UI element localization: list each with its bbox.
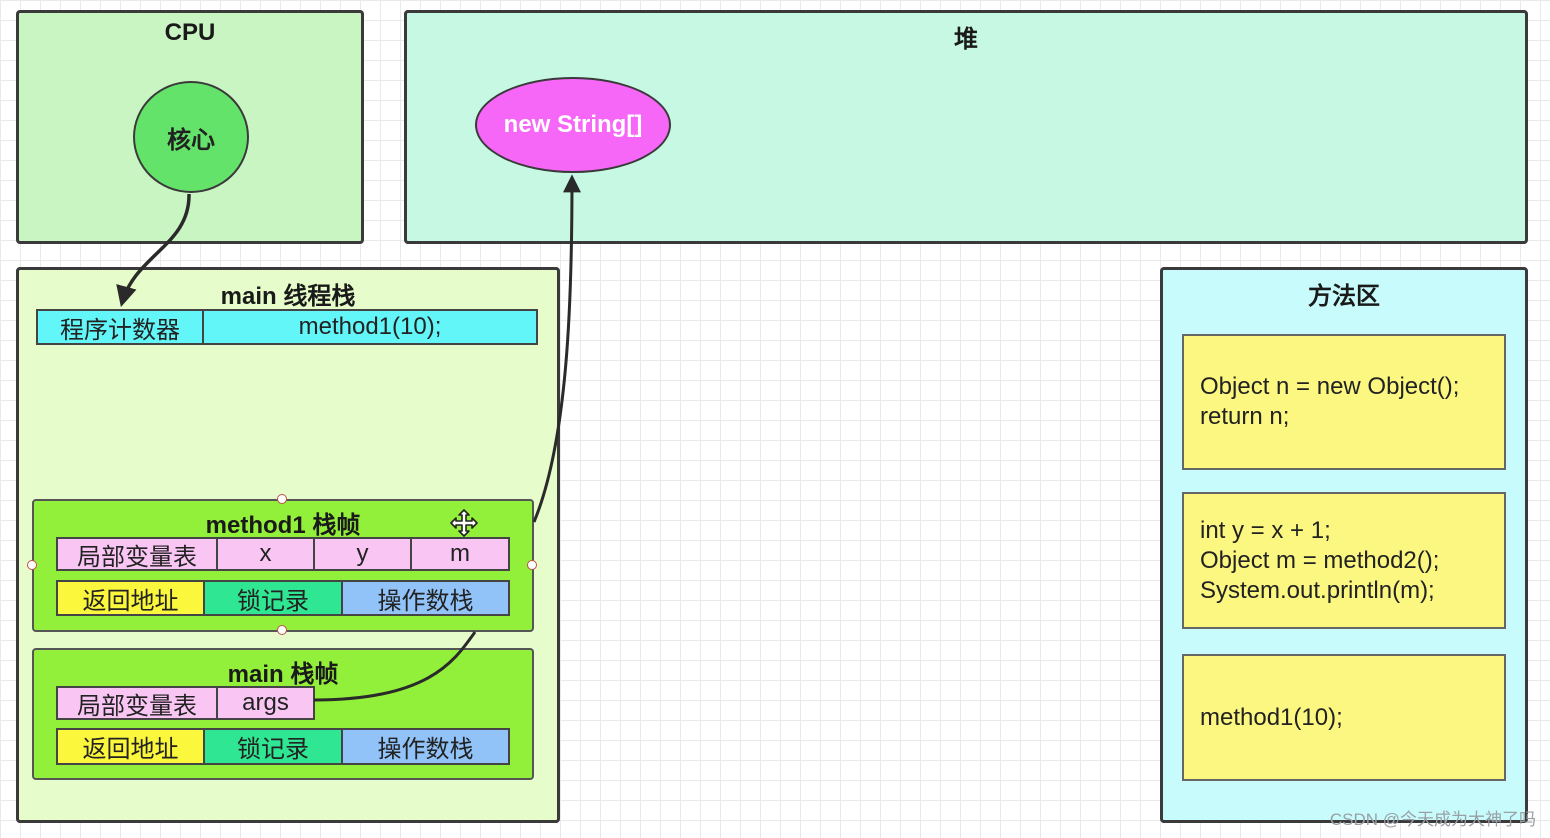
- main-operand-stack: 操作数栈: [341, 728, 510, 765]
- method1-lock-record: 锁记录: [203, 580, 343, 616]
- cpu-title: CPU: [164, 19, 216, 46]
- code-line: Object n = new Object();: [1200, 373, 1460, 400]
- resize-handle-bottom[interactable]: [277, 625, 287, 635]
- method1-locals-label: 局部变量表: [56, 537, 218, 571]
- cpu-box: CPU 核心: [16, 10, 364, 244]
- code-line: method1(10);: [1200, 703, 1343, 731]
- core-node: 核心: [133, 81, 249, 193]
- program-counter-label: 程序计数器: [36, 309, 204, 345]
- method-area-title: 方法区: [1308, 283, 1380, 310]
- core-label: 核心: [167, 126, 215, 154]
- main-frame-title: main 栈帧: [227, 661, 339, 688]
- heap-title: 堆: [954, 26, 978, 53]
- method1-local-m: m: [410, 537, 510, 571]
- main-lock-record: 锁记录: [203, 728, 343, 765]
- move-cursor-icon: [450, 509, 478, 537]
- main-return-address: 返回地址: [56, 728, 205, 765]
- code-line: System.out.println(m);: [1200, 576, 1435, 604]
- method1-return-address: 返回地址: [56, 580, 205, 616]
- method1-code-block: int y = x + 1; Object m = method2(); Sys…: [1182, 492, 1506, 629]
- method1-local-x: x: [216, 537, 315, 571]
- main-local-args: args: [216, 686, 315, 720]
- main-locals-label: 局部变量表: [56, 686, 218, 720]
- watermark: CSDN @今天成为大神了吗: [1329, 810, 1536, 829]
- method1-operand-stack: 操作数栈: [341, 580, 510, 616]
- resize-handle-right[interactable]: [527, 560, 537, 570]
- resize-handle-top[interactable]: [277, 494, 287, 504]
- code-line: Object m = method2();: [1200, 546, 1440, 574]
- thread-stack-title: main 线程栈: [220, 283, 356, 310]
- code-line: return n;: [1200, 403, 1290, 430]
- main-code-block: method1(10);: [1182, 654, 1506, 781]
- method2-code-block: Object n = new Object(); return n;: [1182, 334, 1506, 470]
- method1-frame-title: method1 栈帧: [205, 512, 361, 539]
- program-counter-value: method1(10);: [202, 309, 538, 345]
- method1-local-y: y: [313, 537, 412, 571]
- resize-handle-left[interactable]: [27, 560, 37, 570]
- string-array-object: new String[]: [475, 77, 671, 173]
- object-label: new String[]: [503, 111, 643, 138]
- code-line: int y = x + 1;: [1200, 516, 1331, 544]
- heap-box: 堆 new String[]: [404, 10, 1528, 244]
